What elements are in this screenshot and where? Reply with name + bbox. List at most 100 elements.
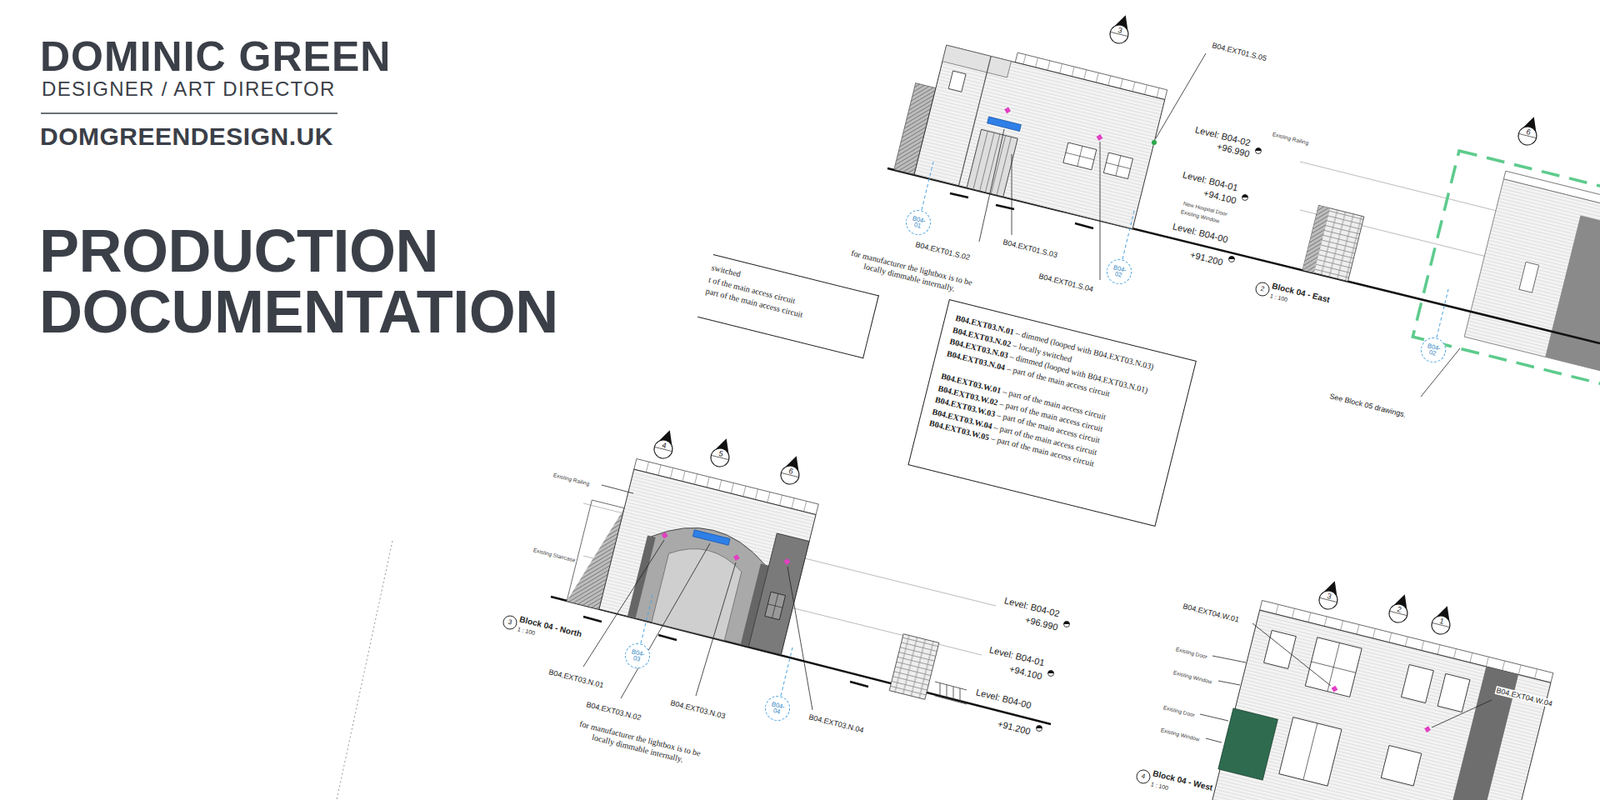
window: [765, 591, 786, 620]
grid-line: [921, 161, 934, 210]
window: [948, 70, 966, 92]
flag-circle: [1430, 614, 1453, 637]
grid-label: B04-04: [767, 700, 789, 717]
section-number: 3: [1325, 592, 1334, 601]
annotation: Existing Door: [1174, 645, 1209, 660]
section-flag: [1430, 603, 1455, 636]
grid-label: B04-03: [627, 647, 649, 665]
flag-circle: [779, 464, 802, 487]
window: [1380, 745, 1421, 786]
side-volume: [748, 533, 810, 655]
fixture-code: B04.EXT01.S.02: [913, 240, 971, 263]
mullion: [1103, 152, 1133, 180]
section-number: 6: [787, 467, 795, 476]
mullion: [765, 591, 786, 620]
door-panel: [1218, 708, 1279, 780]
window: [1437, 673, 1470, 712]
green-door: [1218, 708, 1279, 780]
level-marker: [1048, 670, 1055, 677]
level-marker: [1229, 256, 1235, 263]
designer-name: DOMINIC GREEN: [39, 35, 392, 78]
mullion: [1303, 723, 1318, 780]
section-flag: [1387, 591, 1413, 625]
lightbox: [987, 116, 1022, 131]
section-flags: [652, 12, 1542, 636]
leader-line: [1100, 141, 1101, 280]
view-circle: [1255, 282, 1270, 296]
fixture-code: B04.EXT04.W.04: [1494, 685, 1554, 709]
view-title: Block 04 - North: [517, 614, 584, 640]
view-number: 4: [1140, 772, 1147, 780]
leader-line: [787, 566, 813, 710]
section-flag: [1108, 12, 1134, 45]
fixture-code: B04.EXT01.S.05: [1210, 40, 1268, 64]
light-marker: [1330, 685, 1340, 694]
flag-circle: [1387, 602, 1410, 625]
section-flag: [709, 435, 735, 469]
block-05-elevation: [1412, 150, 1600, 398]
annotation: Existing Railing: [1270, 130, 1310, 146]
door: [1519, 261, 1540, 293]
flag-circle: [1516, 125, 1540, 148]
wall: [1464, 179, 1600, 385]
pillar: [889, 634, 940, 700]
flag-circle: [652, 438, 675, 461]
tick: [583, 616, 602, 622]
north-elevation: [566, 450, 819, 655]
level-label: Level: B04-00: [1170, 220, 1230, 245]
annotation: Existing Railing: [551, 471, 591, 487]
section-number: 2: [1395, 605, 1404, 615]
leader-line: [601, 485, 634, 494]
page-title: PRODUCTION DOCUMENTATION: [39, 220, 623, 343]
section-flag: [1516, 114, 1542, 147]
designer-role: DESIGNER / ART DIRECTOR: [40, 79, 337, 100]
level-marker-fill: [1242, 195, 1249, 199]
section-number: 4: [660, 441, 669, 450]
level-marker-fill: [1064, 621, 1070, 625]
leader-line: [1252, 623, 1331, 686]
section-flag: [1317, 578, 1343, 611]
door: [966, 129, 1018, 197]
grid-line: [1122, 210, 1135, 260]
leader-line: [1011, 154, 1013, 235]
fixture-code: B04.EXT03.N.04: [806, 712, 865, 735]
window: [1401, 665, 1435, 704]
flag-circle: [1108, 23, 1131, 46]
flag-circle: [1317, 589, 1340, 612]
mullion: [1063, 142, 1097, 170]
window: [1103, 152, 1133, 180]
leader-line: [1212, 655, 1246, 663]
scale-label: 1 : 100: [1149, 780, 1170, 792]
tick: [1075, 223, 1094, 229]
fixture-code: B04.EXT04.W.01: [1180, 601, 1240, 625]
mullion: [1305, 637, 1362, 698]
level-marker: [1242, 195, 1249, 201]
annotation: Existing Staircase: [531, 546, 577, 564]
section-flag: [652, 427, 678, 460]
wall-shadow: [1545, 215, 1600, 386]
light-marker: [1151, 140, 1157, 145]
grid-bubble: B04-02: [1104, 256, 1135, 287]
grid-line: [1436, 289, 1449, 338]
lightbox: [692, 530, 730, 545]
level-label: +91.200: [995, 718, 1033, 737]
section-number: 3: [1116, 26, 1125, 35]
fixture-code: B04.EXT01.S.03: [1000, 237, 1059, 260]
tick: [658, 635, 677, 640]
side-volume: [1433, 666, 1519, 800]
wall: [1207, 610, 1551, 800]
section-number: 6: [1525, 128, 1533, 137]
spec-note: for manufacturer the lightbox is to be l…: [566, 716, 710, 770]
grid-label: B04-02: [1109, 263, 1130, 280]
view-circle: [1136, 770, 1150, 784]
west-elevation: [1207, 600, 1554, 800]
level-label: Level: B04-00: [974, 686, 1034, 711]
note-box: B04.EXT03.N.01 – dimmed (looped with B04…: [907, 299, 1197, 527]
level-marker-fill: [1048, 670, 1055, 675]
annotation: Existing Window: [1171, 669, 1214, 685]
fixture-code: B04.EXT03.N.02: [584, 700, 643, 723]
flag-circle: [709, 446, 732, 470]
level-marker-fill: [1036, 725, 1043, 730]
view-number: 2: [1259, 285, 1266, 293]
light-marker: [732, 553, 741, 562]
